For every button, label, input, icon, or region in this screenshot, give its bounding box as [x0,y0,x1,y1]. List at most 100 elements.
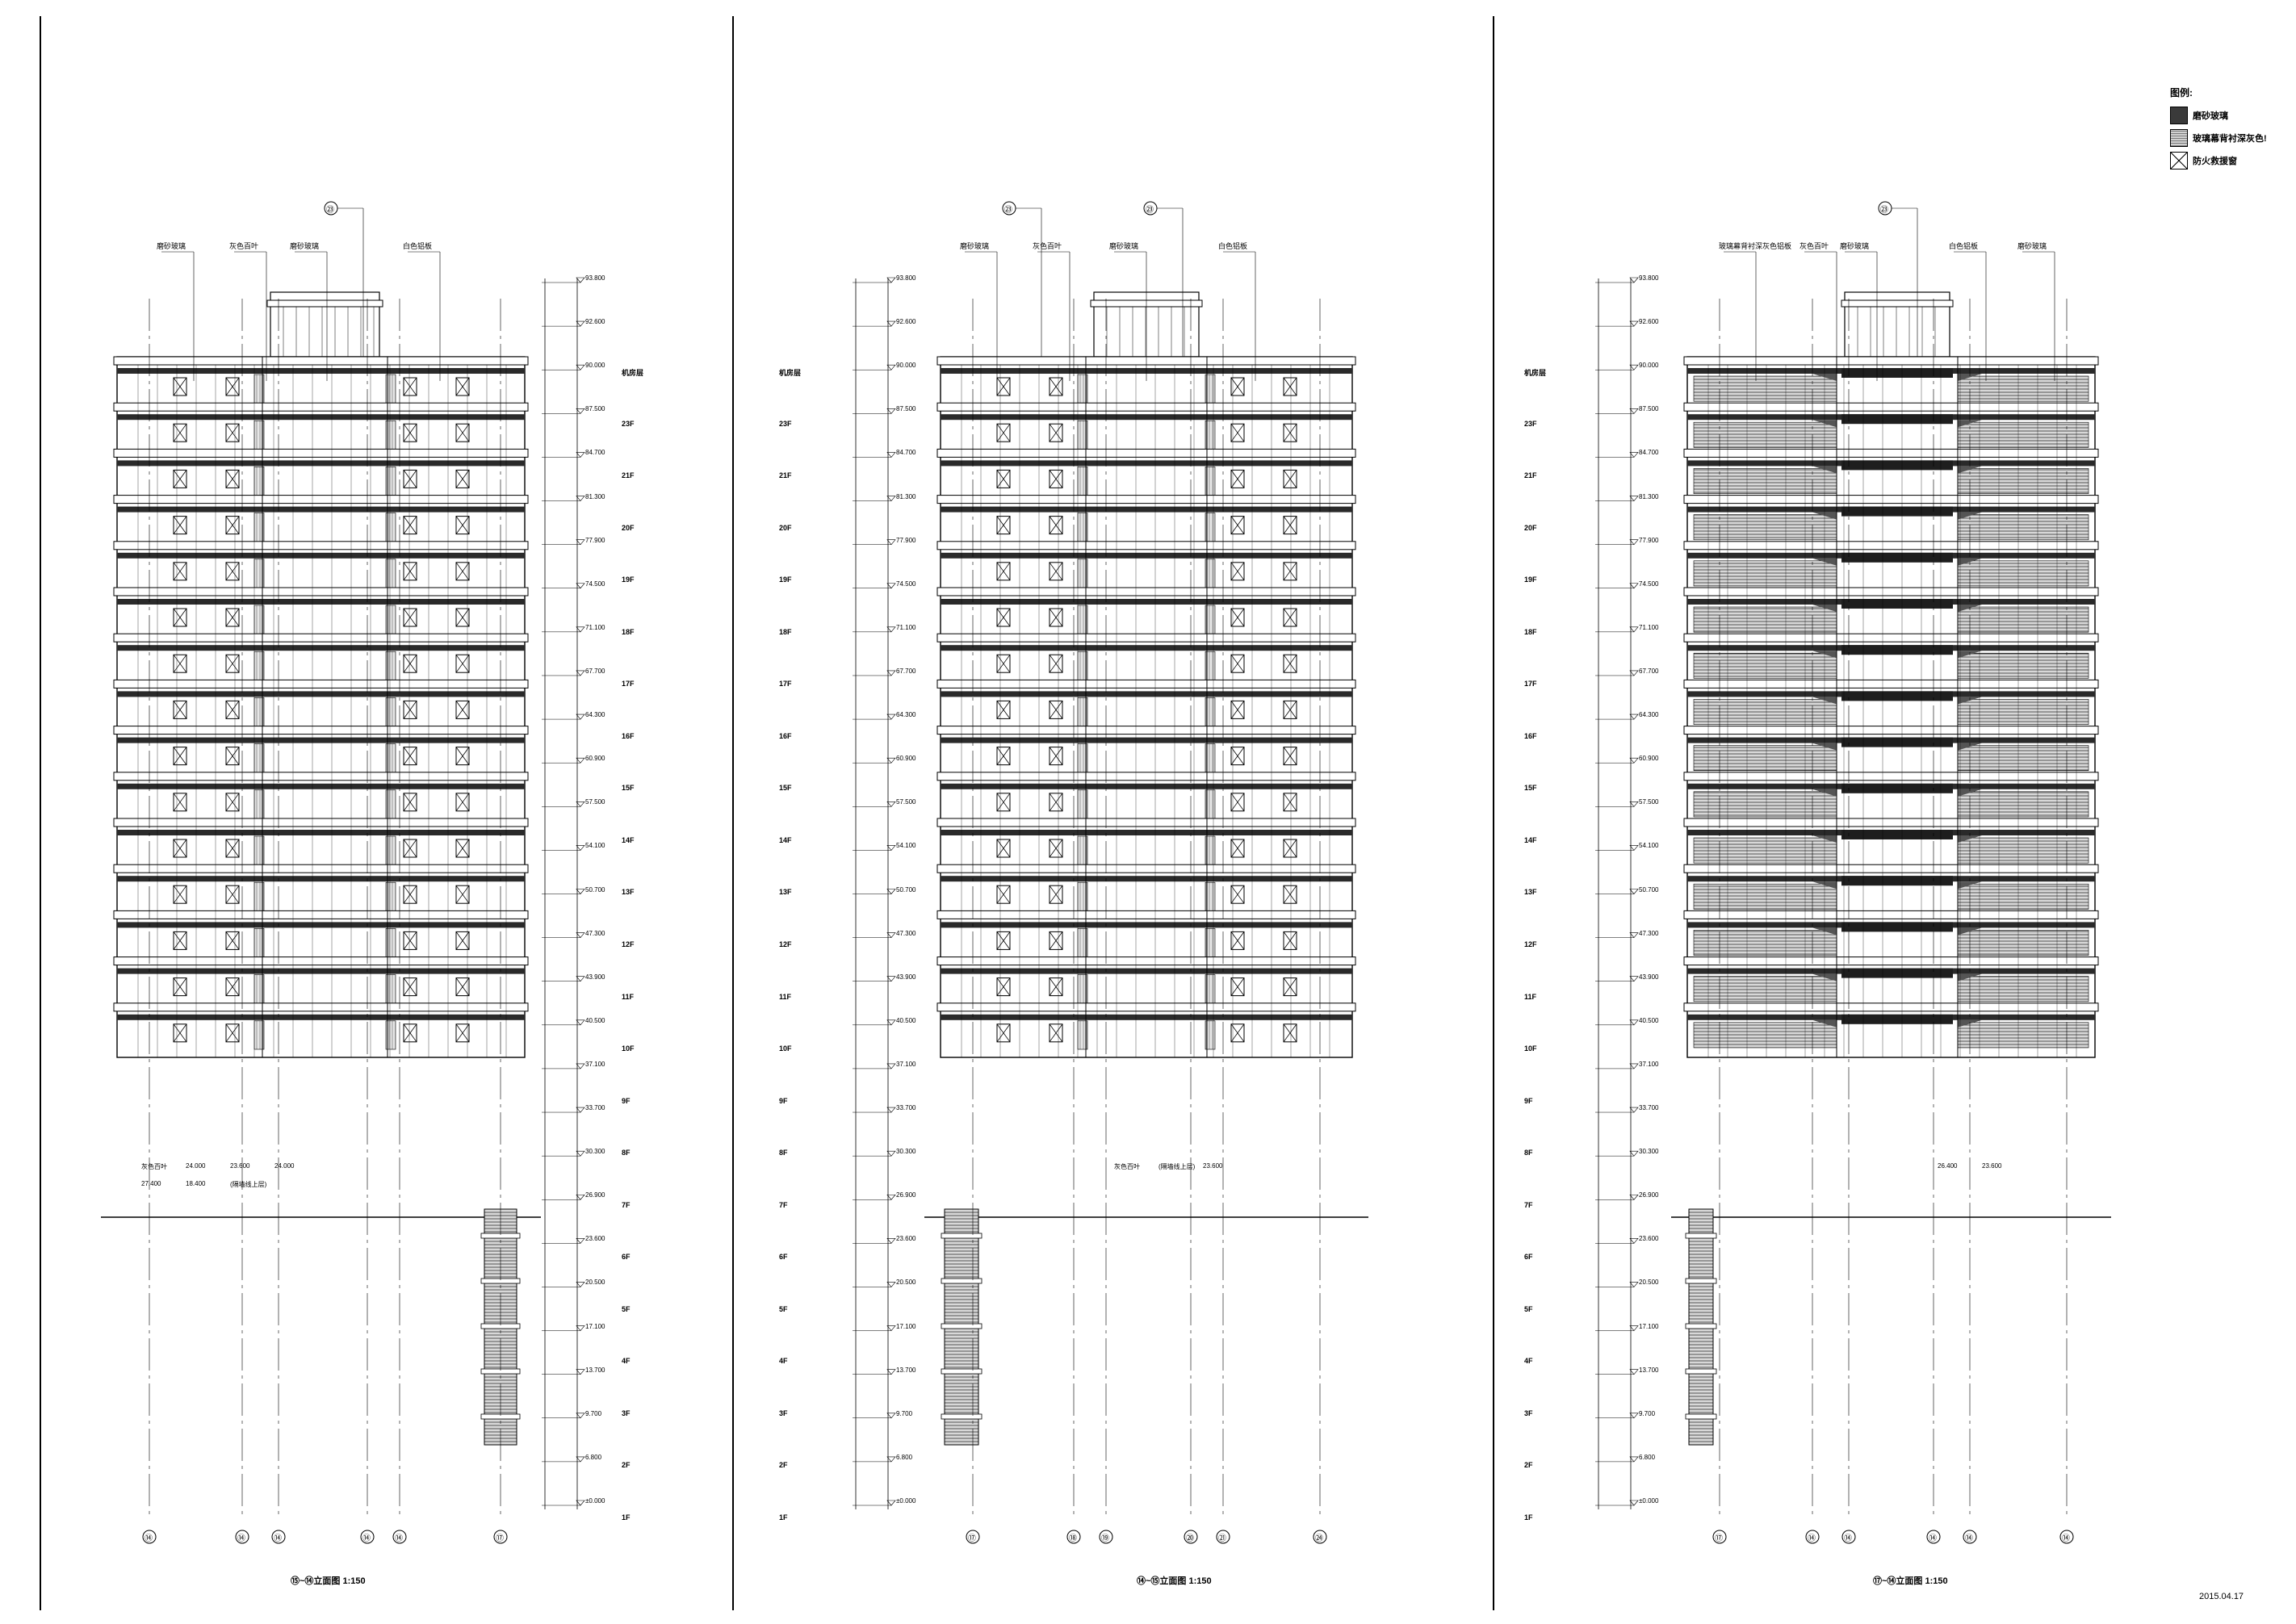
annotation-note: 24.000 [274,1162,295,1170]
level-marker [1629,1107,1639,1113]
spandrel-band [117,737,525,743]
rescue-window-cross [1049,654,1063,673]
level-marker [576,670,585,676]
curtain-wall-panel [1693,652,1837,679]
level-marker [886,1325,896,1332]
spandrel-band [117,876,525,882]
rescue-window-cross [225,839,240,858]
level-marker [576,1456,585,1463]
cantilever-wedge [1958,789,1982,797]
floor-label: 15F [779,784,792,793]
rescue-window-cross [455,977,470,996]
rescue-window-cross [1283,793,1297,812]
rescue-window-cross [173,470,187,488]
grid-label: ⑭ [145,1534,153,1543]
penthouse-cornice [1841,299,1954,308]
floor-label: 机房层 [1524,369,1547,377]
level-value: 93.800 [896,274,916,282]
rescue-window-cross [1283,516,1297,534]
shaft-slab [941,1368,983,1375]
floor-label: 19F [779,576,792,584]
level-value: 87.500 [1639,405,1659,413]
level-marker [886,364,896,370]
level-marker [1629,364,1639,370]
rescue-window-cross [225,977,240,996]
rescue-window-cross [1230,377,1245,396]
rescue-window-cross [1283,562,1297,581]
rescue-window-cross [1230,701,1245,719]
level-value: 50.700 [896,885,916,894]
floor-slab [936,587,1356,596]
floor-slab [936,633,1356,642]
level-value: 9.700 [1639,1409,1656,1417]
floor-slab [1683,910,2099,919]
level-marker [1629,320,1639,327]
grid-label: ⑭ [395,1534,403,1543]
cantilever-wedge [1958,466,1982,474]
rescue-window-cross [996,1023,1011,1043]
floor-label: 21F [779,471,792,480]
grid-bubble [1066,1530,1081,1544]
grid-label: ⑭ [1808,1534,1816,1543]
floor-label: 20F [622,523,635,532]
curtain-wall-panel [1693,976,1837,1002]
annotation-note: 23.600 [1203,1162,1223,1170]
shaft-slab [1685,1323,1717,1329]
floor-slab [936,679,1356,689]
core-band [1841,922,1953,932]
level-value: 81.300 [585,492,605,500]
spandrel-band [941,599,1352,605]
material-callout: 磨砂玻璃 [960,242,990,250]
grid-label: ⑲ [1101,1534,1109,1543]
grid-bubble [392,1530,407,1544]
level-value: 43.900 [1639,973,1659,981]
floor-label: 18F [1524,627,1537,636]
material-callout: 灰色百叶 [1033,242,1062,250]
level-value: 57.500 [585,798,605,806]
rescue-window-cross [455,747,470,765]
spandrel-band [941,506,1352,513]
level-marker [886,1282,896,1287]
curtain-wall-panel [1957,652,2089,679]
spandrel-band [117,645,525,651]
grid-bubble [1099,1530,1113,1544]
curtain-wall-panel [1957,745,2089,772]
level-marker [1629,845,1639,851]
rescue-window-cross [1283,701,1297,719]
floor-label: 13F [779,888,792,897]
spandrel-band [941,552,1352,559]
spandrel-band [941,830,1352,835]
rescue-window-cross [173,793,187,812]
annotation-note: 18.400 [186,1180,206,1187]
level-marker [1629,932,1639,939]
floor-label: 3F [779,1408,788,1417]
rescue-window-cross [455,839,470,858]
level-marker [576,1325,585,1332]
spandrel-band [117,922,525,928]
level-marker [886,452,896,458]
level-marker [1629,1238,1639,1244]
material-callout: 磨砂玻璃 [290,242,320,250]
level-value: 26.900 [896,1191,916,1199]
rescue-window-cross [1283,931,1297,950]
grid-label: ⑭ [1844,1534,1852,1543]
material-callout: 白色铝板 [1218,242,1248,250]
floor-slab [936,1002,1356,1012]
level-value: 43.900 [896,973,916,981]
floor-slab [113,956,529,966]
level-marker [886,757,896,764]
level-value: 37.100 [585,1060,605,1068]
floor-label: 16F [779,731,792,740]
floor-label: 1F [779,1513,788,1521]
rescue-window-cross [403,839,417,858]
grid-bubble [1926,1530,1941,1544]
rescue-window-cross [1283,1023,1297,1043]
rescue-window-cross [225,470,240,488]
level-value: 40.500 [585,1016,605,1024]
grid-bubble [142,1530,157,1544]
spandrel-band [941,1014,1352,1020]
level-value: 13.700 [896,1366,916,1374]
floor-slab [936,541,1356,550]
grid-label: ⑭ [1965,1534,1973,1543]
curtain-wall-panel [1693,421,1837,448]
